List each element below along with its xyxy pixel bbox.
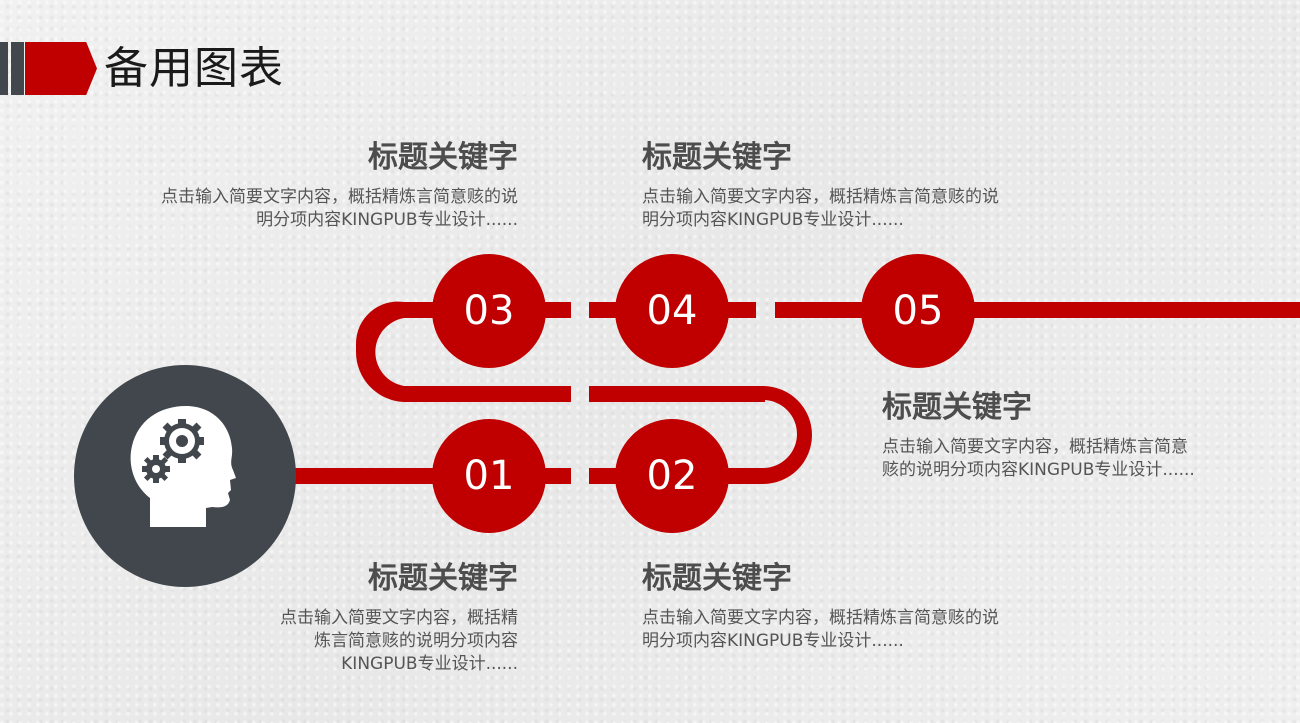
text-block-03: 标题关键字 点击输入简要文字内容，概括精炼言简意赅的说 明分项内容KINGPUB… [100, 140, 518, 232]
block-title: 标题关键字 [368, 561, 518, 596]
step-circle-01 [432, 419, 546, 533]
text-block-01: 标题关键字 点击输入简要文字内容，概括精 炼言简意赅的说明分项内容 KINGPU… [230, 561, 518, 676]
block-description: 点击输入简要文字内容，概括精 炼言简意赅的说明分项内容 KINGPUB专业设计.… [280, 608, 518, 674]
step-number-04: 04 [646, 288, 698, 334]
block-description: 点击输入简要文字内容，概括精炼言简意赅的说 明分项内容KINGPUB专业设计..… [642, 608, 999, 651]
step-circle-04 [615, 254, 729, 368]
step-circle-02 [615, 419, 729, 533]
step-circle-05 [861, 254, 975, 368]
block-title: 标题关键字 [642, 561, 792, 596]
step-number-01: 01 [463, 453, 515, 499]
header-dark-strip [0, 42, 8, 95]
step-circle-03 [432, 254, 546, 368]
block-description: 点击输入简要文字内容，概括精炼言简意 赅的说明分项内容KINGPUB专业设计..… [882, 437, 1195, 480]
block-title: 标题关键字 [642, 140, 792, 175]
step-number-05: 05 [892, 288, 944, 334]
header-dark-strip [11, 42, 24, 95]
text-block-04: 标题关键字 点击输入简要文字内容，概括精炼言简意赅的说 明分项内容KINGPUB… [642, 140, 1062, 232]
step-number-03: 03 [463, 288, 515, 334]
block-title: 标题关键字 [882, 390, 1032, 425]
block-description: 点击输入简要文字内容，概括精炼言简意赅的说 明分项内容KINGPUB专业设计..… [642, 187, 999, 230]
header-red-arrow [25, 42, 97, 95]
block-title: 标题关键字 [368, 140, 518, 175]
step-number-02: 02 [646, 453, 698, 499]
text-block-02: 标题关键字 点击输入简要文字内容，概括精炼言简意赅的说 明分项内容KINGPUB… [642, 561, 1062, 653]
block-description: 点击输入简要文字内容，概括精炼言简意赅的说 明分项内容KINGPUB专业设计..… [161, 187, 518, 230]
head-with-gears-icon [130, 406, 236, 527]
text-block-05: 标题关键字 点击输入简要文字内容，概括精炼言简意 赅的说明分项内容KINGPUB… [882, 390, 1262, 482]
page-title: 备用图表 [104, 43, 284, 94]
